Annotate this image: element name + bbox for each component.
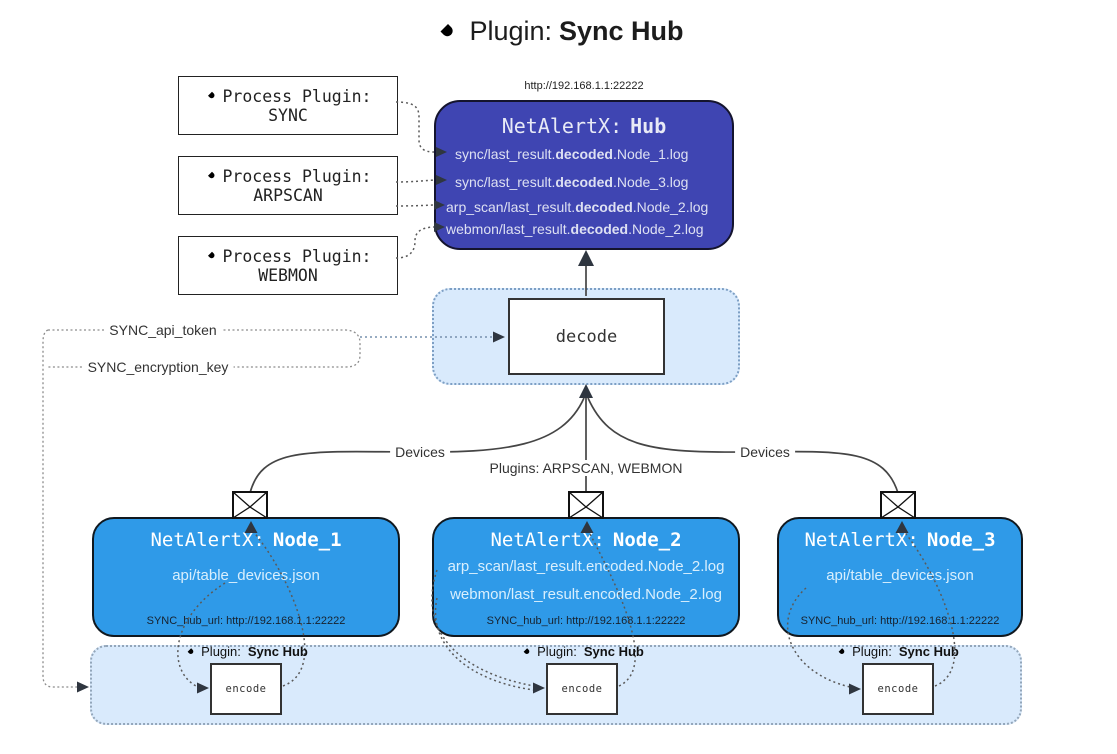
plug-icon (184, 645, 198, 659)
node-file: api/table_devices.json (172, 567, 320, 584)
node-sync-hub-url: SYNC_hub_url: http://192.168.1.1:22222 (146, 615, 346, 627)
node-title: NetAlertX:Node_2 (490, 529, 682, 551)
plugins-label: Plugins: ARPSCAN, WEBMON (484, 460, 688, 476)
hub-title-prefix: NetAlertX: (501, 114, 623, 138)
plug-icon (433, 17, 463, 47)
title-name: Sync Hub (559, 16, 684, 46)
hub-box: NetAlertX: Hub sync/last_result.decoded.N… (434, 100, 734, 250)
hub-log-line: sync/last_result.decoded.Node_1.log (455, 146, 689, 162)
plug-icon (204, 88, 220, 104)
process-plugin-arpscan-box: Process Plugin: ARPSCAN (178, 156, 398, 215)
nodes-to-decode-links (249, 384, 899, 494)
node-2-box: NetAlertX:Node_2 arp_scan/last_result.en… (432, 517, 740, 637)
devices-label-left: Devices (390, 444, 450, 460)
encode-box: encode (862, 663, 934, 715)
plug-icon (520, 645, 534, 659)
decode-box: decode (508, 298, 665, 375)
hub-title: NetAlertX: Hub (436, 114, 732, 138)
node-sync-hub-url: SYNC_hub_url: http://192.168.1.1:22222 (486, 615, 686, 627)
encode-box: encode (546, 663, 618, 715)
page-title: Plugin:Sync Hub (0, 16, 1117, 47)
process-plugin-sync-box: Process Plugin: SYNC (178, 76, 398, 135)
sync-encryption-key-label: SYNC_encryption_key (82, 359, 234, 375)
sync-token-rails (42, 329, 505, 693)
node-3-box: NetAlertX:Node_3 api/table_devices.json … (777, 517, 1023, 637)
plug-icon (204, 248, 220, 264)
sync-api-token-label: SYNC_api_token (104, 322, 222, 338)
process-plugin-webmon-box: Process Plugin: WEBMON (178, 236, 398, 295)
node-title: NetAlertX:Node_3 (804, 529, 996, 551)
title-prefix: Plugin: (469, 16, 553, 46)
hub-url-label: http://192.168.1.1:22222 (524, 80, 644, 92)
process-plugin-name: ARPSCAN (253, 185, 323, 205)
process-plugin-label: Process Plugin: (222, 86, 372, 106)
hub-log-line: webmon/last_result.decoded.Node_2.log (446, 221, 704, 237)
hub-title-name: Hub (630, 114, 667, 138)
hub-log-line: sync/last_result.decoded.Node_3.log (455, 174, 689, 190)
envelope-icon (232, 491, 268, 519)
process-plugin-label: Process Plugin: (222, 166, 372, 186)
envelope-icon (880, 491, 916, 519)
process-plugin-label: Process Plugin: (222, 246, 372, 266)
node-1-box: NetAlertX:Node_1 api/table_devices.json … (92, 517, 400, 637)
node-sync-hub-url: SYNC_hub_url: http://192.168.1.1:22222 (800, 615, 1000, 627)
encode-plugin-label: Plugin:Sync Hub (184, 644, 308, 659)
node-file: webmon/last_result.encoded.Node_2.log (450, 586, 722, 603)
hub-log-line: arp_scan/last_result.decoded.Node_2.log (446, 199, 709, 215)
node-file: api/table_devices.json (826, 567, 974, 584)
envelope-icon (568, 491, 604, 519)
plug-icon (204, 168, 220, 184)
node-title: NetAlertX:Node_1 (150, 529, 342, 551)
process-plugin-name: WEBMON (258, 265, 318, 285)
encode-plugin-label: Plugin:Sync Hub (520, 644, 644, 659)
devices-label-right: Devices (735, 444, 795, 460)
encode-plugin-label: Plugin:Sync Hub (835, 644, 959, 659)
node-file: arp_scan/last_result.encoded.Node_2.log (447, 558, 725, 575)
encode-box: encode (210, 663, 282, 715)
process-plugin-name: SYNC (268, 105, 308, 125)
plug-icon (835, 645, 849, 659)
